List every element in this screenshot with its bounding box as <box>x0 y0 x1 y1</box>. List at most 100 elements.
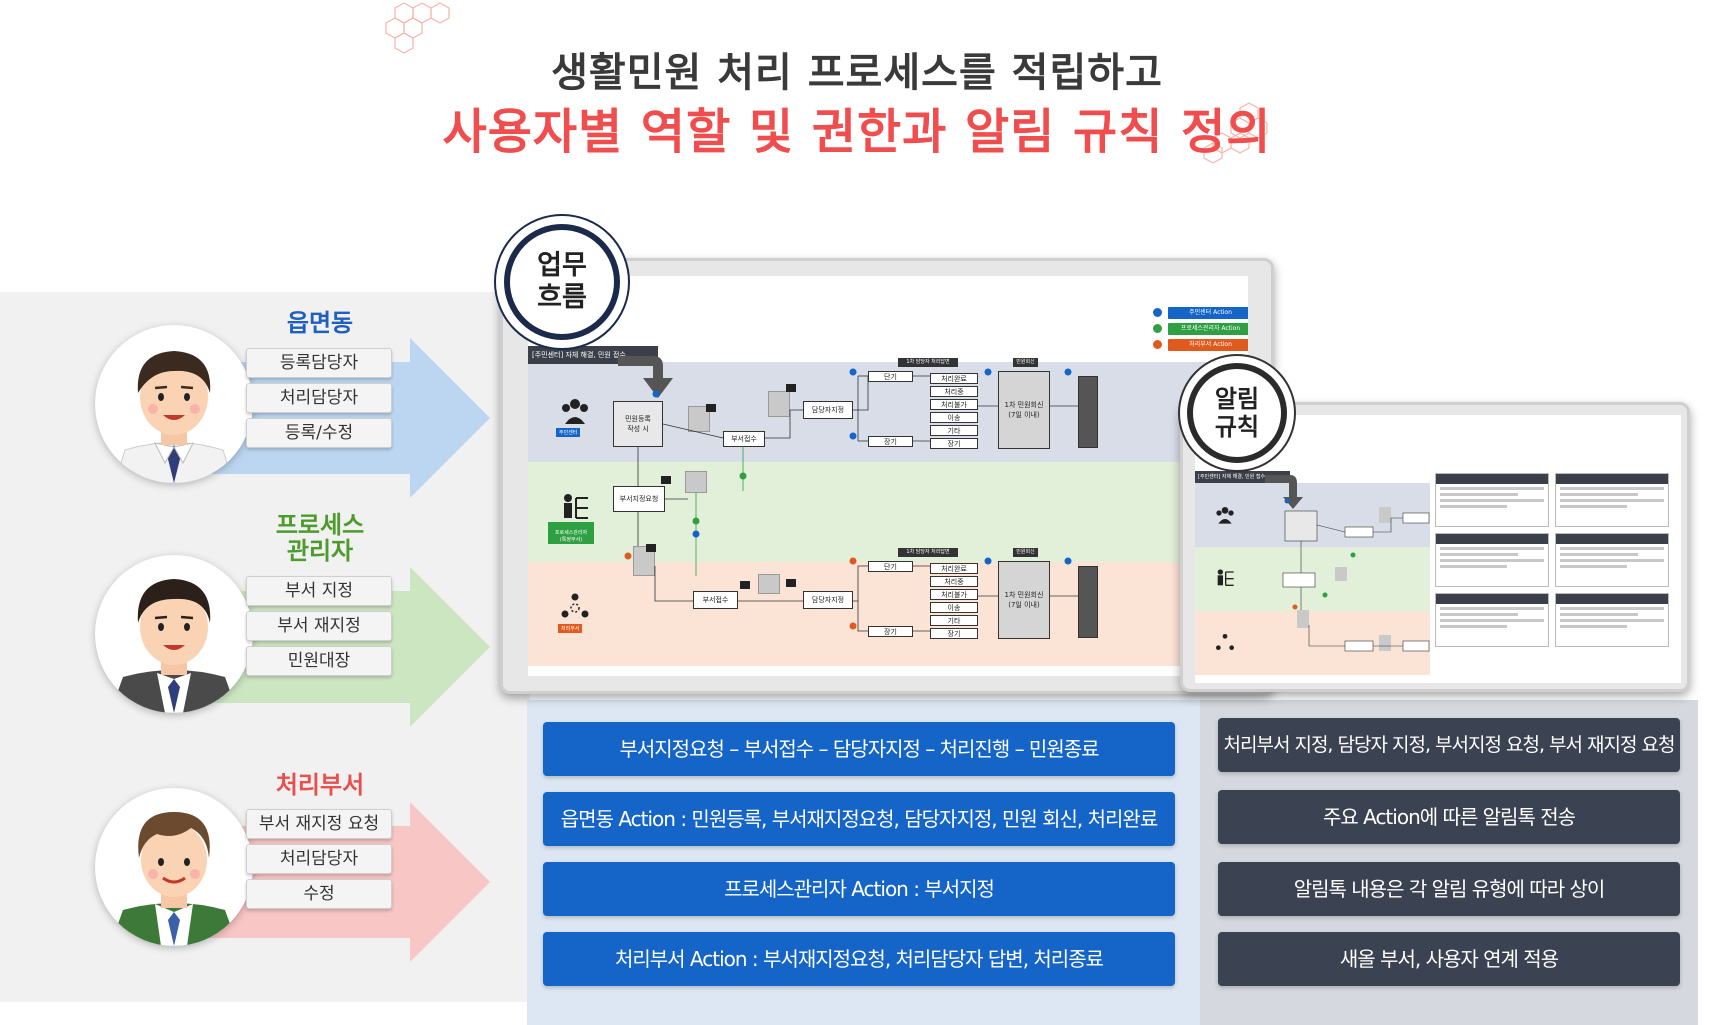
node-text: 담당자지정 <box>811 406 845 414</box>
role-tag: 민원대장 <box>246 646 392 676</box>
card-line <box>1440 625 1508 628</box>
lane-label-community: 주민센터 <box>556 428 581 437</box>
card-line <box>1440 607 1544 610</box>
avatar-dept <box>95 788 253 946</box>
hexagon-decoration-top <box>385 2 450 54</box>
card-line <box>1440 613 1519 616</box>
first-reply-header: 1차 담당자 처리답변 <box>898 548 958 557</box>
alert-item: 처리부서 지정, 담당자 지정, 부서지정 요청, 부서 재지정 요청 <box>1218 718 1680 772</box>
alert-screen-frame: [주민센터] 자체 해결, 민원 접수 <box>1180 402 1690 692</box>
role-tag: 부서 재지정 <box>246 611 392 641</box>
node-dept-accept: 부서접수 <box>723 431 765 447</box>
card-line <box>1440 499 1544 502</box>
node-text: 1차 민원회신 (7일 이내) <box>1004 401 1044 419</box>
node-text: 부서지정요청 <box>619 495 659 503</box>
workflow-screen-frame: [주민센터] 자체 해결, 민원 접수 주민센터 Action 프로세스관리자 … <box>500 258 1274 694</box>
down-arrow-icon <box>618 356 673 398</box>
role-tag: 부서 재지정 요청 <box>246 809 392 839</box>
workflow-item: 처리부서 Action : 부서재지정요청, 처리담당자 답변, 처리종료 <box>543 932 1175 986</box>
card-line <box>1440 619 1544 622</box>
card-line <box>1440 547 1544 550</box>
status-item: 처리완료 <box>930 373 978 384</box>
workflow-item: 읍면동 Action : 민원등록, 부서재지정요청, 담당자지정, 민원 회신… <box>543 792 1175 846</box>
node-text: 부서접수 <box>702 596 729 604</box>
badge-line: 업무 <box>537 250 587 281</box>
badge-alert: 알림 규칙 <box>1178 354 1296 472</box>
card-line <box>1440 565 1508 568</box>
workflow-item: 프로세스관리자 Action : 부서지정 <box>543 862 1175 916</box>
card-line <box>1560 613 1639 616</box>
status-item: 처리불가 <box>930 589 978 600</box>
role-tag: 처리담당자 <box>246 844 392 874</box>
status-item: 처리완료 <box>930 563 978 574</box>
card-line <box>1440 559 1544 562</box>
role-tag: 수정 <box>246 879 392 909</box>
hexagon-decoration-right <box>1203 102 1268 164</box>
card-line <box>1440 553 1519 556</box>
workflow-screen: [주민센터] 자체 해결, 민원 접수 주민센터 Action 프로세스관리자 … <box>528 276 1248 676</box>
notification-card <box>1555 473 1669 527</box>
node-text: 1차 민원회신 (7일 이내) <box>1004 591 1044 609</box>
card-line <box>1440 487 1544 490</box>
people-group-icon <box>562 399 588 424</box>
badge-line: 알림 <box>1214 385 1260 413</box>
status-item: 기타 <box>930 615 978 626</box>
headline-highlight: 사용자별 역할 및 권한과 알림 규칙 정의 <box>442 104 1272 160</box>
badge-workflow: 업무 흐름 <box>494 214 630 350</box>
badge-alert-label: 알림 규칙 <box>1187 363 1287 463</box>
avatar-process <box>95 555 253 713</box>
legend-dot <box>1153 340 1162 349</box>
card-line <box>1560 493 1639 496</box>
legend-dot <box>1153 308 1162 317</box>
legend-item: 처리부서 Action <box>1168 339 1248 351</box>
badge-line: 흐름 <box>537 282 587 313</box>
role-title-line: 프로세스 <box>275 511 365 539</box>
alert-item: 새올 부서, 사용자 연계 적용 <box>1218 932 1680 986</box>
alert-item: 알림톡 내용은 각 알림 유형에 따라 상이 <box>1218 862 1680 916</box>
node-text: 단기 <box>884 372 897 381</box>
avatar-eup <box>95 325 253 483</box>
role-tag: 등록/수정 <box>246 418 392 448</box>
reply-header: 민원회신 <box>1013 548 1038 557</box>
role-title-dept: 처리부서 <box>275 771 365 799</box>
card-header <box>1436 594 1548 604</box>
node-long: 장기 <box>868 626 913 637</box>
node-dept-request: 부서지정요청 <box>613 486 665 512</box>
node-text: 장기 <box>884 437 897 446</box>
network-people-icon <box>1216 634 1234 650</box>
card-header <box>1436 534 1548 544</box>
lane-label-dept: 처리부서 <box>558 624 583 633</box>
node-small <box>758 574 780 594</box>
node-small <box>688 406 710 432</box>
status-item: 이송 <box>930 602 978 613</box>
badge-line: 규칙 <box>1214 413 1260 441</box>
node-assign-person-2: 담당자지정 <box>803 591 853 609</box>
card-line <box>1560 625 1628 628</box>
card-header <box>1556 474 1668 484</box>
status-item: 이송 <box>930 412 978 423</box>
node-first-reply: 1차 민원회신 (7일 이내) <box>998 561 1050 639</box>
role-tag: 부서 지정 <box>246 576 392 606</box>
node-small <box>633 546 655 576</box>
legend-item: 프로세스관리자 Action <box>1168 323 1248 335</box>
card-line <box>1560 619 1664 622</box>
role-title-line: 관리자 <box>286 537 354 565</box>
role-tag: 처리담당자 <box>246 383 392 413</box>
role-title-process: 프로세스 관리자 <box>220 512 420 564</box>
org-chart-icon <box>564 494 588 519</box>
node-text: 장기 <box>884 627 897 636</box>
card-line <box>1440 493 1519 496</box>
first-reply-header: 1차 담당자 처리답변 <box>898 358 958 367</box>
node-long: 장기 <box>868 436 913 447</box>
mini-flow <box>1265 475 1430 652</box>
alert-item: 주요 Action에 따른 알림톡 전송 <box>1218 790 1680 844</box>
notification-card <box>1555 593 1669 647</box>
lane-processing-dept <box>528 562 1248 666</box>
lane-label-process: 프로세스관리자 (특정부서) <box>548 522 594 544</box>
card-line <box>1560 547 1664 550</box>
lane-label-text: 프로세스관리자 (특정부서) <box>554 530 588 543</box>
flow-connectors <box>624 368 1078 632</box>
card-line <box>1560 565 1628 568</box>
headline-primary: 생활민원 처리 프로세스를 적립하고 <box>551 50 1163 96</box>
card-header <box>1556 534 1668 544</box>
